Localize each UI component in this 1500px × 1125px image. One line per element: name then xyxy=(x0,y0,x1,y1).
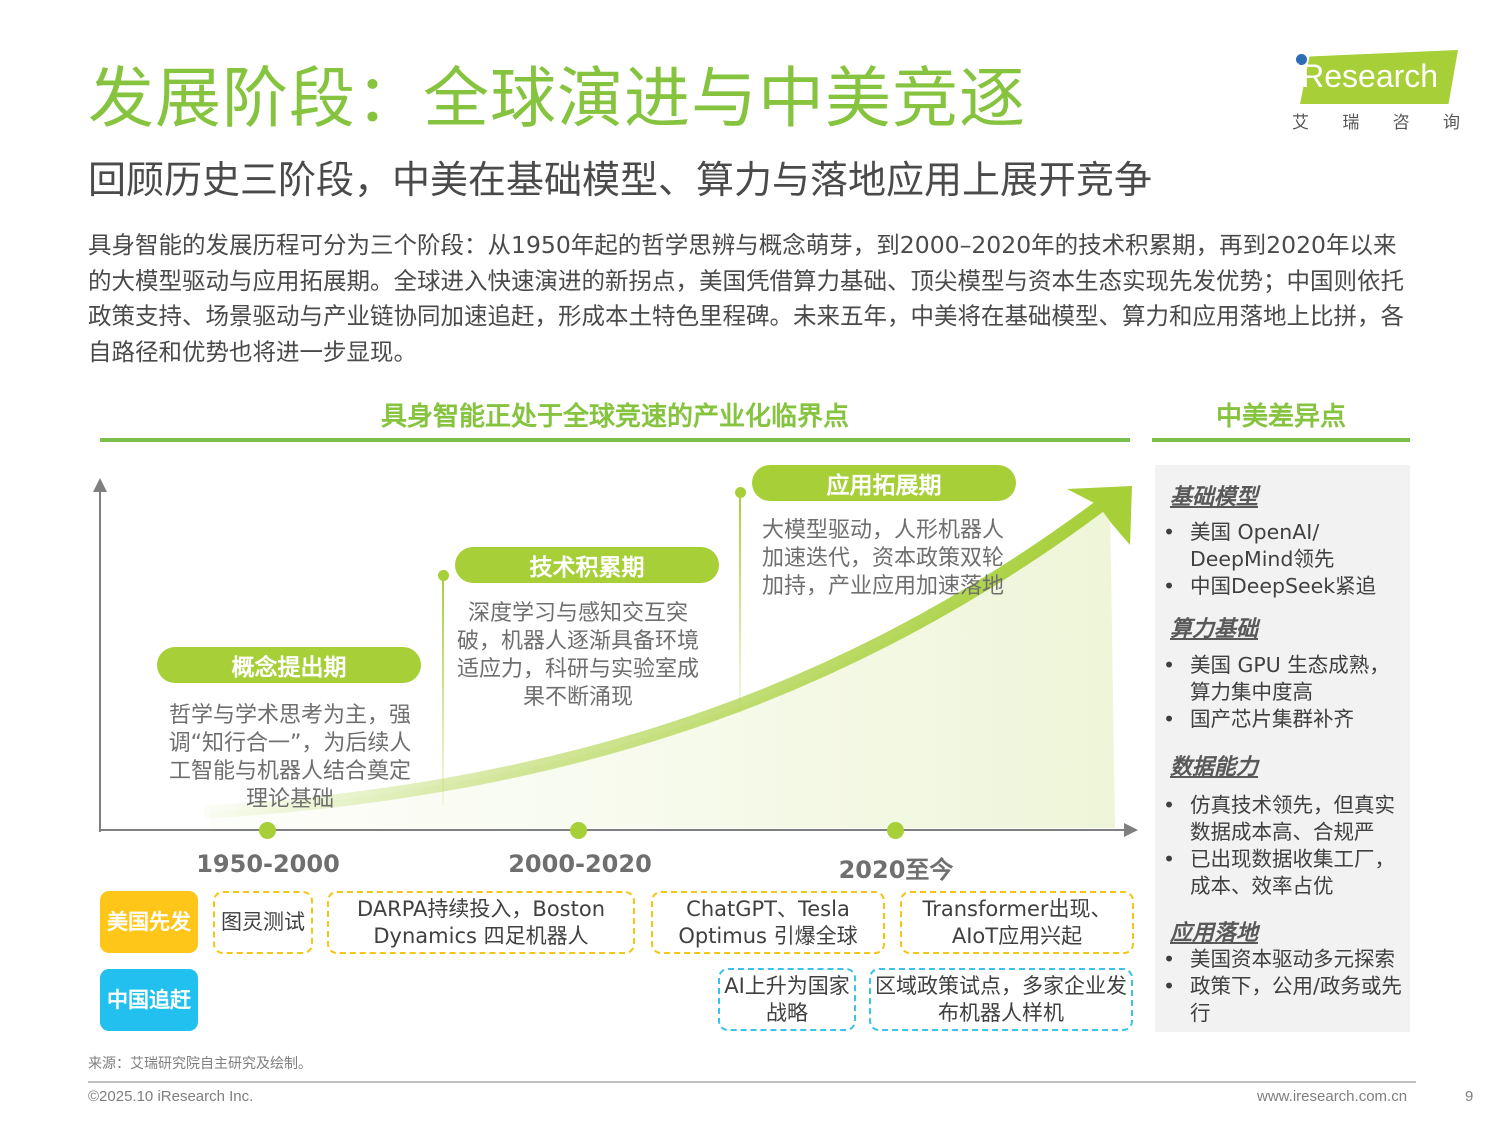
us-milestone-box: 图灵测试 xyxy=(213,891,313,954)
panel-list-foundation-model: 美国 OpenAI/ DeepMind领先 中国DeepSeek紧追 xyxy=(1155,519,1405,600)
panel-bullet: 已出现数据收集工厂，成本、效率占优 xyxy=(1155,846,1405,900)
x-axis-arrow-icon xyxy=(1124,823,1138,837)
y-axis xyxy=(99,486,101,832)
left-section-title: 具身智能正处于全球竞速的产业化临界点 xyxy=(380,402,849,432)
stage-pin-line xyxy=(739,493,741,713)
stage-desc-application: 大模型驱动，人形机器人加速迭代，资本政策双轮加持，产业应用加速落地 xyxy=(762,518,1005,599)
page-title: 发展阶段：全球演进与中美竞逐 xyxy=(88,60,1026,137)
period-label: 2020至今 xyxy=(838,856,954,884)
right-section-rule xyxy=(1152,438,1410,442)
period-label: 2000-2020 xyxy=(508,850,652,878)
cn-milestone-box: AI上升为国家战略 xyxy=(718,968,856,1031)
differences-panel: 基础模型 美国 OpenAI/ DeepMind领先 中国DeepSeek紧追 … xyxy=(1155,465,1410,1032)
logo-char: 咨 xyxy=(1392,113,1410,133)
stage-pill-application: 应用拓展期 xyxy=(752,465,1016,501)
logo-brand-text: iResearch xyxy=(1294,58,1439,94)
timeline-dot xyxy=(259,822,276,839)
panel-heading-application: 应用落地 xyxy=(1170,921,1259,946)
left-section-rule xyxy=(100,438,1130,442)
source-note: 来源：艾瑞研究院自主研究及绘制。 xyxy=(88,1056,312,1072)
copyright: ©2025.10 iResearch Inc. xyxy=(88,1088,254,1105)
stage-pill-concept: 概念提出期 xyxy=(157,647,421,683)
panel-heading-compute: 算力基础 xyxy=(1170,617,1259,642)
page-number: 9 xyxy=(1465,1088,1474,1105)
panel-bullet: 美国 OpenAI/ DeepMind领先 xyxy=(1155,519,1405,573)
panel-heading-foundation-model: 基础模型 xyxy=(1170,485,1259,510)
panel-list-application: 美国资本驱动多元探索 政策下，公用/政务或先行 xyxy=(1155,946,1405,1027)
footer-rule xyxy=(88,1081,1416,1083)
panel-bullet: 仿真技术领先，但真实数据成本高、合规严 xyxy=(1155,792,1405,846)
logo-background xyxy=(1300,50,1458,104)
stage-pin-dot xyxy=(735,487,746,498)
panel-list-compute: 美国 GPU 生态成熟，算力集中度高 国产芯片集群补齐 xyxy=(1155,652,1405,733)
panel-bullet: 中国DeepSeek紧追 xyxy=(1155,573,1405,600)
logo-dot-icon xyxy=(1296,54,1307,65)
us-milestone-box: ChatGPT、Tesla Optimus 引爆全球 xyxy=(651,891,885,954)
x-axis xyxy=(99,829,1129,831)
panel-bullet: 美国资本驱动多元探索 xyxy=(1155,946,1405,973)
stage-desc-concept: 哲学与学术思考为主，强调“知行合一”，为后续人工智能与机器人结合奠定理论基础 xyxy=(168,703,412,812)
logo-char: 瑞 xyxy=(1342,113,1360,133)
panel-bullet: 政策下，公用/政务或先行 xyxy=(1155,973,1405,1027)
us-milestone-box: Transformer出现、AIoT应用兴起 xyxy=(900,891,1134,954)
panel-bullet: 美国 GPU 生态成熟，算力集中度高 xyxy=(1155,652,1405,706)
stage-pill-tech: 技术积累期 xyxy=(455,547,719,583)
website-link[interactable]: www.iresearch.com.cn xyxy=(1257,1088,1408,1105)
stage-pin-line xyxy=(442,576,444,806)
logo-char: 询 xyxy=(1442,113,1460,133)
cn-catchup-tag: 中国追赶 xyxy=(100,969,198,1031)
panel-list-data: 仿真技术领先，但真实数据成本高、合规严 已出现数据收集工厂，成本、效率占优 xyxy=(1155,792,1405,900)
cn-milestone-box: 区域政策试点，多家企业发布机器人样机 xyxy=(869,968,1133,1031)
stage-desc-tech: 深度学习与感知交互突破，机器人逐渐具备环境适应力，科研与实验室成果不断涌现 xyxy=(456,601,699,710)
panel-bullet: 国产芯片集群补齐 xyxy=(1155,706,1405,733)
y-axis-arrow-icon xyxy=(93,478,107,492)
period-label: 1950-2000 xyxy=(196,850,340,878)
intro-paragraph: 具身智能的发展历程可分为三个阶段：从1950年起的哲学思辨与概念萌芽，到2000… xyxy=(88,231,1404,366)
iresearch-logo: iResearch 艾 瑞 咨 询 xyxy=(1288,46,1460,136)
stage-pin-dot xyxy=(438,570,449,581)
logo-char: 艾 xyxy=(1292,113,1309,133)
timeline-dot xyxy=(570,822,587,839)
us-lead-tag: 美国先发 xyxy=(100,891,198,953)
us-milestone-box: DARPA持续投入，Boston Dynamics 四足机器人 xyxy=(327,891,635,954)
panel-heading-data: 数据能力 xyxy=(1170,755,1259,780)
right-section-title: 中美差异点 xyxy=(1215,402,1346,432)
page-subtitle: 回顾历史三阶段，中美在基础模型、算力与落地应用上展开竞争 xyxy=(88,158,1153,202)
logo-cn-text: 艾 瑞 咨 询 xyxy=(1292,108,1460,133)
timeline-dot xyxy=(887,822,904,839)
